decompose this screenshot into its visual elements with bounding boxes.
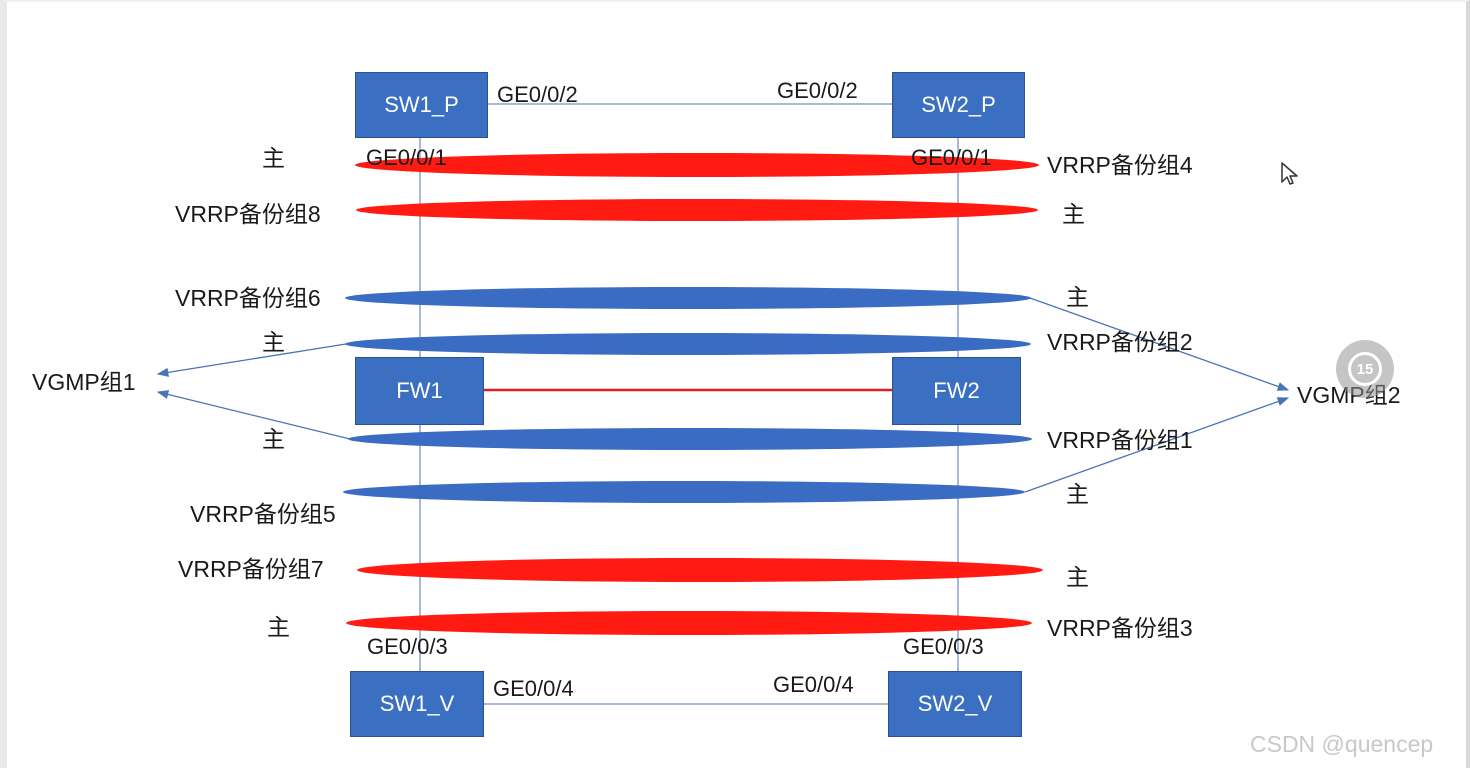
vrrp-group-5-label: VRRP备份组5 <box>190 501 336 527</box>
port-sw1v-ge004: GE0/0/4 <box>493 676 574 701</box>
vrrp-group-7-ellipse <box>357 558 1043 582</box>
port-sw1p-ge001: GE0/0/1 <box>366 145 447 170</box>
vrrp-group-3-label: VRRP备份组3 <box>1047 615 1193 641</box>
vgmp-group-1-label: VGMP组1 <box>32 369 136 395</box>
vrrp-group-2-label: VRRP备份组2 <box>1047 329 1193 355</box>
port-sw2p-ge001: GE0/0/1 <box>911 145 992 170</box>
port-sw2v-ge003: GE0/0/3 <box>903 634 984 659</box>
arrow-vrrp1-to-vgmp1 <box>156 390 351 440</box>
vrrp-group-2-ellipse <box>345 333 1031 355</box>
vrrp-group-4-ellipse <box>355 153 1039 177</box>
node-sw1-p: SW1_P <box>355 72 488 138</box>
port-sw2v-ge004: GE0/0/4 <box>773 672 854 697</box>
node-fw1: FW1 <box>355 357 484 425</box>
replay-icon: 15 <box>1348 352 1382 386</box>
replay-15s-button[interactable]: 15 <box>1336 340 1394 398</box>
port-sw2p-ge002: GE0/0/2 <box>777 78 858 103</box>
master-label-vrrp3: 主 <box>267 614 290 640</box>
master-label-vrrp5: 主 <box>1066 481 1089 507</box>
arrow-vrrp6-to-vgmp2 <box>1029 297 1290 391</box>
vrrp-group-8-label: VRRP备份组8 <box>175 201 321 227</box>
master-label-vrrp4: 主 <box>262 145 285 171</box>
port-sw1v-ge003: GE0/0/3 <box>367 634 448 659</box>
vrrp-group-5-ellipse <box>343 481 1025 503</box>
arrow-vrrp5-to-vgmp2 <box>1024 397 1290 493</box>
node-fw2: FW2 <box>892 357 1021 425</box>
port-sw1p-ge002: GE0/0/2 <box>497 82 578 107</box>
node-sw2-v: SW2_V <box>888 671 1022 737</box>
csdn-watermark: CSDN @quencep <box>1250 731 1434 757</box>
node-sw2-p: SW2_P <box>892 72 1025 138</box>
vrrp-group-6-ellipse <box>345 287 1031 309</box>
mouse-cursor-icon <box>1281 162 1298 185</box>
vrrp-group-4-label: VRRP备份组4 <box>1047 152 1193 178</box>
node-sw1-v: SW1_V <box>350 671 484 737</box>
master-label-vrrp7: 主 <box>1066 564 1089 590</box>
vrrp-group-6-label: VRRP备份组6 <box>175 285 321 311</box>
master-label-vrrp6: 主 <box>1066 284 1089 310</box>
master-label-vrrp1: 主 <box>262 426 285 452</box>
master-label-vrrp8: 主 <box>1062 201 1085 227</box>
vrrp-group-1-ellipse <box>348 428 1032 450</box>
replay-seconds: 15 <box>1356 360 1374 378</box>
vrrp-group-8-ellipse <box>356 199 1038 221</box>
vrrp-group-7-label: VRRP备份组7 <box>178 556 324 582</box>
arrow-vrrp2-to-vgmp1 <box>156 343 347 377</box>
vrrp-group-3-ellipse <box>346 611 1032 635</box>
master-label-vrrp2: 主 <box>262 329 285 355</box>
vrrp-group-1-label: VRRP备份组1 <box>1047 427 1193 453</box>
